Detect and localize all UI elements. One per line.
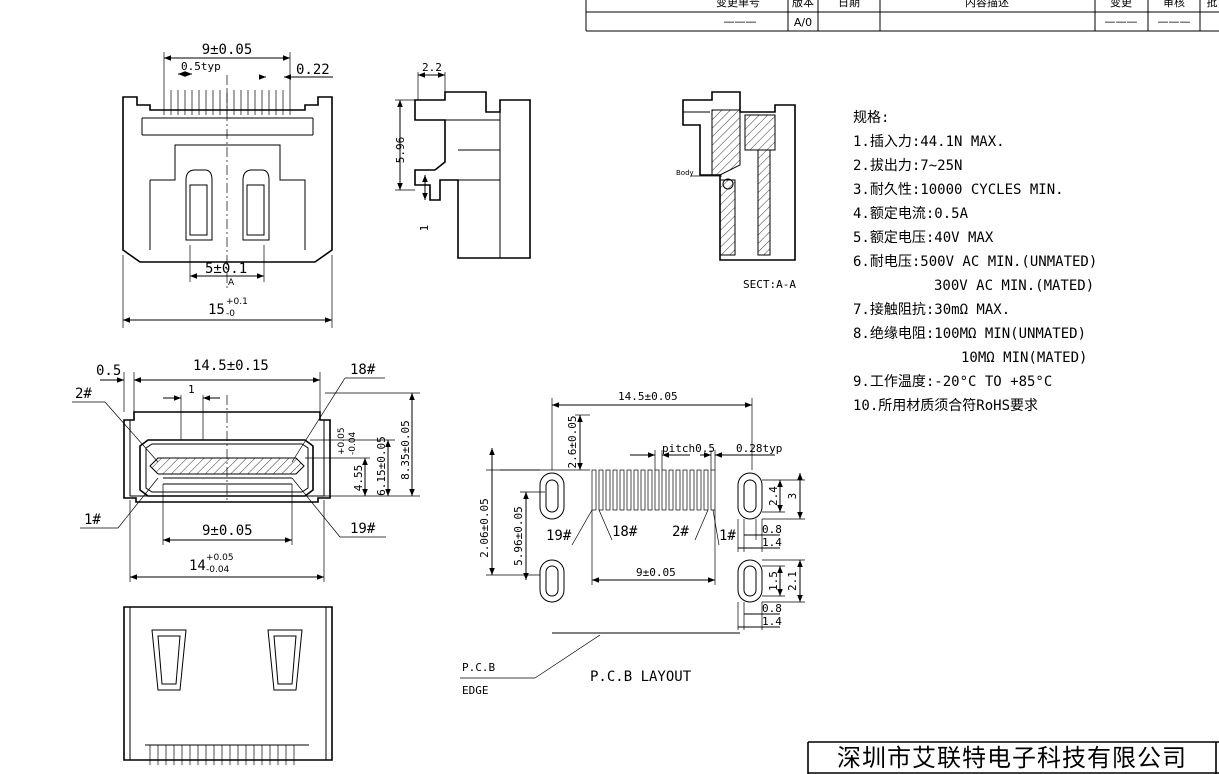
rev-header-date: 日期	[838, 0, 860, 9]
rev-header-desc: 内容描述	[965, 0, 1009, 9]
pcb-edge-label-2: EDGE	[462, 684, 489, 697]
front-dim-h1: 4.55	[352, 465, 365, 492]
title-block: 深圳市艾联特电子科技有限公司	[807, 741, 1219, 774]
pcb-pads	[591, 469, 716, 511]
top-dim-overall-tol-upper: +0.1	[226, 297, 248, 307]
pcb-dim-24: 2.4	[767, 486, 780, 506]
spec-item: 6.耐电压:500V AC MIN.(UNMATED)	[853, 254, 1097, 270]
spec-item: 1.插入力:44.1N MAX.	[853, 134, 1005, 150]
pcb-layout: 14.5±0.05 pitch0.5	[460, 390, 805, 697]
section-label: SECT:A-A	[743, 278, 796, 291]
pcb-pin-19: 19#	[546, 528, 572, 544]
side-view: 2.2 5.96 1	[394, 61, 531, 259]
rev-reviewer: ———	[1158, 15, 1191, 28]
rev-changer: ———	[1105, 15, 1138, 28]
spec-item: 7.接触阻抗:30mΩ MAX.	[853, 301, 1010, 318]
front-dim-h1-tol-lower: -0.04	[348, 431, 358, 455]
pcb-dim-total: 14.5±0.05	[618, 390, 678, 403]
top-view: 9±0.05 0.5typ 0.22 5±0.1 A 15 +0.1 -0	[122, 42, 333, 328]
front-pin-2: 2#	[75, 386, 92, 402]
top-dim-overall: 15	[208, 302, 225, 318]
pcb-dim-14b: 1.4	[762, 615, 782, 628]
rev-header-version: 版本	[792, 0, 814, 9]
pcb-pin-18: 18#	[612, 524, 638, 540]
front-pin-19: 19#	[350, 521, 376, 537]
front-dim-h3: 8.35±0.05	[399, 420, 412, 480]
front-dim-bottom-tol-lower: -0.04	[206, 565, 230, 575]
pcb-dim-pad: 0.28typ	[736, 442, 782, 455]
top-dim-width: 9±0.05	[202, 42, 253, 58]
pcb-pin-2: 2#	[672, 524, 689, 540]
side-dim-height: 5.96	[394, 137, 407, 164]
spec-item: 8.绝缘电阻:100MΩ MIN(UNMATED)	[853, 326, 1086, 342]
top-dim-pin-width: 0.22	[296, 62, 330, 78]
pcb-dim-08b: 0.8	[762, 602, 782, 615]
top-section-mark: A	[228, 278, 235, 288]
front-dim-width: 14.5±0.15	[193, 358, 269, 374]
bottom-view	[123, 606, 333, 765]
revision-table: 变更单号 版本 日期 内容描述 变更 审核 批 ——— A/0 ——— ———	[585, 0, 1219, 32]
pcb-dim-26: 2.6±0.05	[566, 416, 579, 469]
rev-header-approve: 批	[1207, 0, 1218, 9]
pcb-dim-14a: 1.4	[762, 536, 782, 549]
spec-item: 2.拔出力:7~25N	[853, 158, 962, 174]
front-dim-inner-width: 9±0.05	[202, 523, 253, 539]
spec-item: 3.耐久性:10000 CYCLES MIN.	[853, 182, 1064, 198]
pcb-dim-08a: 0.8	[762, 523, 782, 536]
pcb-layout-title: P.C.B LAYOUT	[590, 669, 692, 685]
top-dim-overall-tol-lower: -0	[226, 309, 235, 319]
front-dim-one: 1	[188, 383, 195, 396]
section-body-label: Body	[676, 169, 694, 177]
front-pin-1: 1#	[84, 512, 101, 528]
rev-change-no: ———	[724, 15, 757, 28]
front-dim-h2: 6.15±0.05	[375, 436, 388, 496]
side-dim-top: 2.2	[422, 61, 442, 74]
rev-version: A/0	[794, 16, 812, 29]
pcb-dim-21: 2.1	[786, 571, 799, 591]
company-name: 深圳市艾联特电子科技有限公司	[837, 744, 1187, 772]
front-dim-h1-tol-upper: +0.05	[337, 427, 347, 455]
top-dim-inner: 5±0.1	[205, 261, 247, 277]
spec-item: 9.工作温度:-20°C TO +85°C	[853, 374, 1052, 390]
top-dim-pitch: 0.5typ	[181, 60, 221, 73]
spec-item: 300V AC MIN.(MATED)	[934, 278, 1094, 294]
pcb-dim-3: 3	[786, 493, 799, 500]
rev-header-changer: 变更	[1110, 0, 1132, 9]
pcb-dim-pitch: pitch0.5	[662, 442, 715, 455]
pcb-dim-206: 2.06±0.05	[478, 498, 491, 558]
side-dim-pin: 1	[418, 225, 431, 232]
front-dim-bottom-tol-upper: +0.05	[206, 553, 234, 563]
front-dim-bottom: 14	[189, 558, 206, 574]
spec-item: 10.所用材质须合符RoHS要求	[853, 398, 1038, 414]
spec-item: 5.额定电压:40V MAX	[853, 230, 994, 246]
spec-item: 10MΩ MIN(MATED)	[961, 350, 1087, 366]
section-view: Body SECT:A-A	[676, 91, 796, 291]
front-dim-lip: 0.5	[96, 363, 121, 379]
top-pins	[163, 90, 291, 115]
pcb-dim-9: 9±0.05	[636, 566, 676, 579]
pcb-dim-596: 5.96±0.05	[512, 506, 525, 566]
pcb-dim-15: 1.5	[767, 571, 780, 591]
spec-item: 4.额定电流:0.5A	[853, 206, 969, 222]
front-pin-18: 18#	[350, 362, 376, 378]
rev-header-change-no: 变更单号	[716, 0, 760, 9]
spec-title: 规格:	[853, 110, 889, 126]
pcb-pin-1: 1#	[719, 528, 736, 544]
front-view: 0.5 14.5±0.15 1 9±0.05 14 +0.05 -0.04 4.…	[72, 358, 420, 582]
spec-list: 规格: 1.插入力:44.1N MAX. 2.拔出力:7~25N 3.耐久性:1…	[853, 110, 1097, 414]
pcb-edge-label-1: P.C.B	[462, 661, 495, 674]
rev-header-reviewer: 审核	[1163, 0, 1185, 9]
